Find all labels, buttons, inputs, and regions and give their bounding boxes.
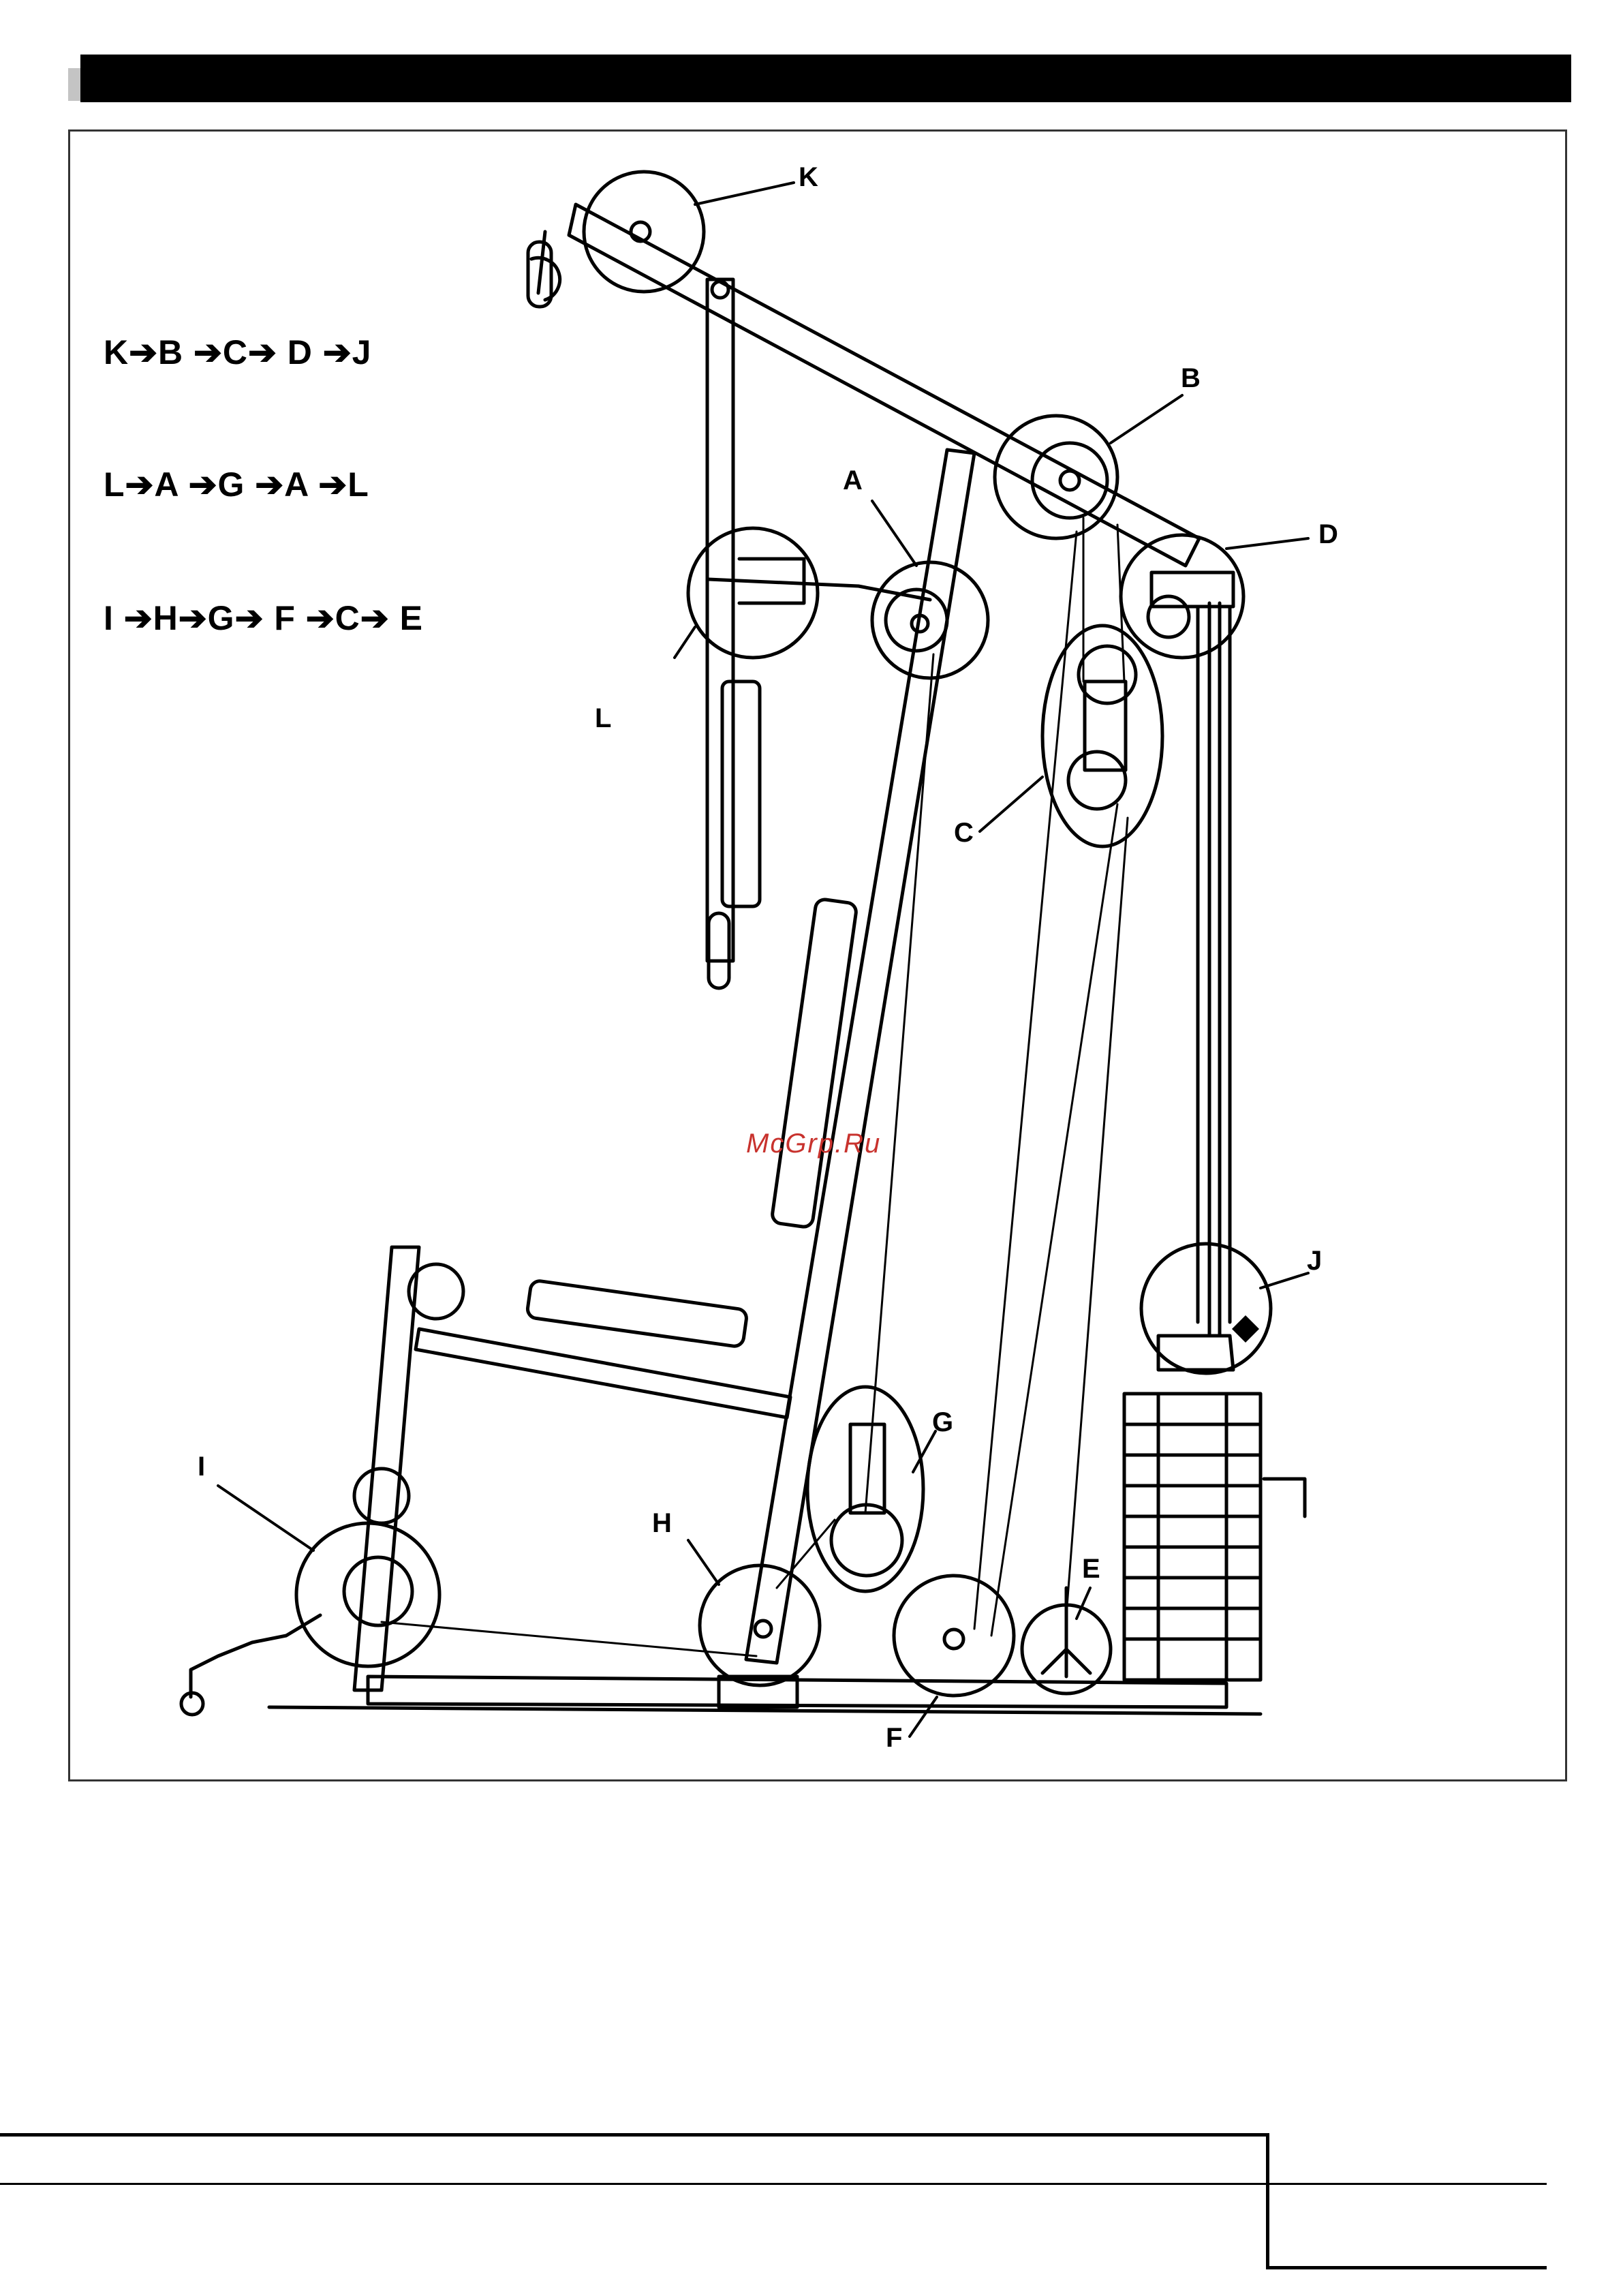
- label-l: L: [595, 703, 611, 734]
- pulley-f-hub: [944, 1629, 963, 1649]
- pulley-i-wheel: [344, 1557, 412, 1625]
- seat-roller-mid: [354, 1469, 409, 1523]
- j-plate: [1158, 1336, 1233, 1370]
- weight-stack: [1124, 1394, 1261, 1680]
- selector-diamond: [1232, 1315, 1259, 1343]
- footer-line-top: [0, 2133, 1269, 2137]
- leader-f: [910, 1697, 937, 1736]
- pulley-c-link: [1085, 682, 1126, 770]
- footer-line-vertical: [1266, 2133, 1269, 2269]
- label-e: E: [1082, 1554, 1100, 1585]
- pulley-d-circle: [1121, 535, 1243, 658]
- leader-h: [688, 1540, 719, 1585]
- pulley-g-lower: [831, 1505, 902, 1576]
- label-b: B: [1181, 363, 1201, 394]
- label-d: D: [1318, 519, 1338, 550]
- hanging-arm-pivot: [712, 281, 728, 298]
- pulley-j-circle: [1141, 1244, 1271, 1373]
- seat-frame-top: [416, 1329, 790, 1418]
- leader-j: [1261, 1273, 1308, 1288]
- cable-a-g: [865, 654, 933, 1513]
- label-i: I: [198, 1452, 205, 1482]
- sequence-i: I ➔H➔G➔ F ➔C➔ E: [104, 598, 423, 631]
- sequence-k: K➔B ➔C➔ D ➔J: [104, 333, 372, 372]
- cable-b-c: [974, 532, 1077, 1629]
- top-arm: [569, 204, 1199, 566]
- pulley-d-wheel: [1148, 596, 1189, 637]
- leader-k: [695, 183, 794, 204]
- leader-l: [675, 627, 695, 658]
- leader-c: [980, 777, 1042, 831]
- seat-pad: [527, 1280, 748, 1347]
- leader-d: [1226, 538, 1308, 549]
- footer-line-middle: [0, 2183, 1547, 2185]
- cable-h-g: [777, 1520, 835, 1588]
- label-j: J: [1307, 1246, 1322, 1276]
- pulley-c-ellipse: [1042, 626, 1162, 846]
- weight-stack-lines: [1124, 1394, 1261, 1680]
- label-g: G: [932, 1407, 953, 1438]
- sequence-l: L➔A ➔G ➔A ➔L: [104, 465, 369, 504]
- label-h: H: [652, 1508, 672, 1539]
- label-f: F: [886, 1723, 902, 1754]
- d-plate: [1151, 572, 1233, 607]
- pulley-b-hub: [1060, 471, 1079, 490]
- label-a: A: [843, 465, 863, 496]
- watermark-text: McGrp.Ru: [746, 1129, 881, 1159]
- hanging-arm: [707, 279, 733, 961]
- chain: [191, 1615, 320, 1697]
- footer-line-bottom: [1266, 2266, 1547, 2269]
- cable-c-f: [991, 804, 1117, 1636]
- leader-a: [872, 501, 916, 566]
- arm-pad: [722, 682, 760, 906]
- leader-e: [1077, 1588, 1090, 1619]
- cable-d-j: [1209, 603, 1220, 1336]
- leader-b: [1111, 395, 1182, 443]
- label-c: C: [954, 818, 974, 848]
- leader-i: [218, 1486, 313, 1550]
- weight-pin: [1264, 1479, 1305, 1516]
- pulley-h-hub: [755, 1621, 771, 1637]
- cable-b-d: [1083, 518, 1124, 682]
- main-upright: [746, 450, 974, 1663]
- pulley-b-wheel: [1032, 443, 1107, 518]
- pulley-g-ellipse: [807, 1387, 923, 1591]
- pulley-a-circle: [872, 562, 988, 678]
- pulley-b-circle: [995, 416, 1117, 538]
- label-k: K: [799, 162, 818, 193]
- arm-handle: [709, 913, 729, 988]
- pulley-c-lower: [1068, 752, 1126, 809]
- pulley-f-circle: [894, 1576, 1014, 1696]
